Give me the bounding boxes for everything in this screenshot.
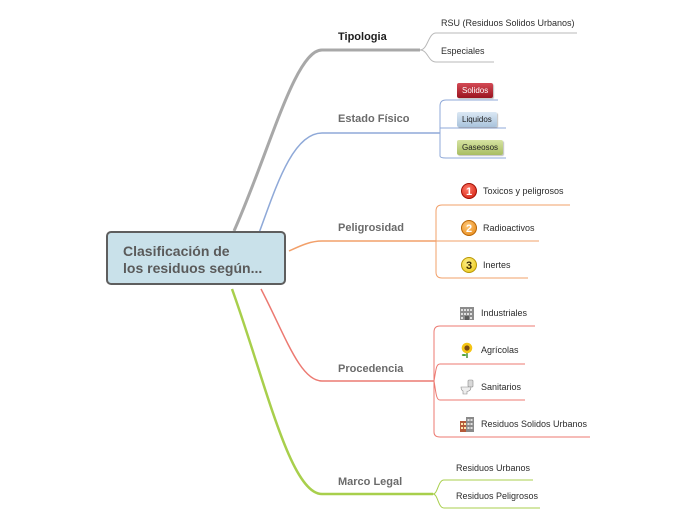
tag-solidos[interactable]: Solidos	[457, 83, 494, 98]
tag-gaseosos[interactable]: Gaseosos	[457, 140, 504, 155]
central-topic-line2: los residuos según...	[123, 260, 263, 276]
priority-2-icon: 2	[461, 220, 477, 236]
central-topic-line1: Clasificación de	[123, 243, 230, 259]
subtopic-agricolas[interactable]: Agrícolas	[481, 345, 519, 355]
topic-marco-legal[interactable]: Marco Legal	[338, 476, 403, 488]
subtopic-industriales[interactable]: Industriales	[481, 308, 528, 318]
branch-tipologia	[232, 48, 420, 232]
branch-estado-fisico	[258, 132, 440, 234]
toilet-icon	[460, 379, 474, 395]
central-topic[interactable]: Clasificación de los residuos según...	[106, 231, 286, 285]
subtopic-inertes[interactable]: Inertes	[483, 260, 511, 270]
branch-marco-legal	[230, 288, 433, 496]
factory-icon	[460, 307, 474, 320]
branch-procedencia	[260, 288, 434, 382]
subtopic-radioactivos[interactable]: Radioactivos	[483, 223, 535, 233]
priority-1-icon: 1	[461, 183, 477, 199]
subtopic-rsu[interactable]: RSU (Residuos Solidos Urbanos)	[441, 18, 575, 28]
subtopic-especiales[interactable]: Especiales	[441, 46, 485, 56]
sub-connector-peligrosidad	[435, 204, 570, 279]
subtopic-residuos-solidos-urbanos[interactable]: Residuos Solidos Urbanos	[481, 419, 588, 429]
topic-tipologia[interactable]: Tipologia	[338, 31, 387, 43]
topic-procedencia[interactable]: Procedencia	[338, 363, 404, 375]
sub-connector-procedencia	[433, 325, 590, 438]
subtopic-residuos-urbanos[interactable]: Residuos Urbanos	[456, 463, 531, 473]
subtopic-sanitarios[interactable]: Sanitarios	[481, 382, 522, 392]
subtopic-residuos-peligrosos[interactable]: Residuos Peligrosos	[456, 491, 539, 501]
sub-connector-tipologia	[419, 32, 577, 63]
apartment-building-icon	[460, 417, 474, 432]
priority-3-icon: 3	[461, 257, 477, 273]
tag-liquidos[interactable]: Liquidos	[457, 112, 497, 127]
topic-estado-fisico[interactable]: Estado Físico	[338, 113, 410, 125]
sub-connector-estado-fisico	[439, 99, 506, 159]
sunflower-icon	[461, 342, 473, 358]
branch-peligrosidad	[288, 240, 436, 252]
topic-peligrosidad[interactable]: Peligrosidad	[338, 222, 405, 234]
subtopic-toxicos[interactable]: Toxicos y peligrosos	[483, 186, 564, 196]
sub-connector-marco-legal	[432, 479, 540, 509]
